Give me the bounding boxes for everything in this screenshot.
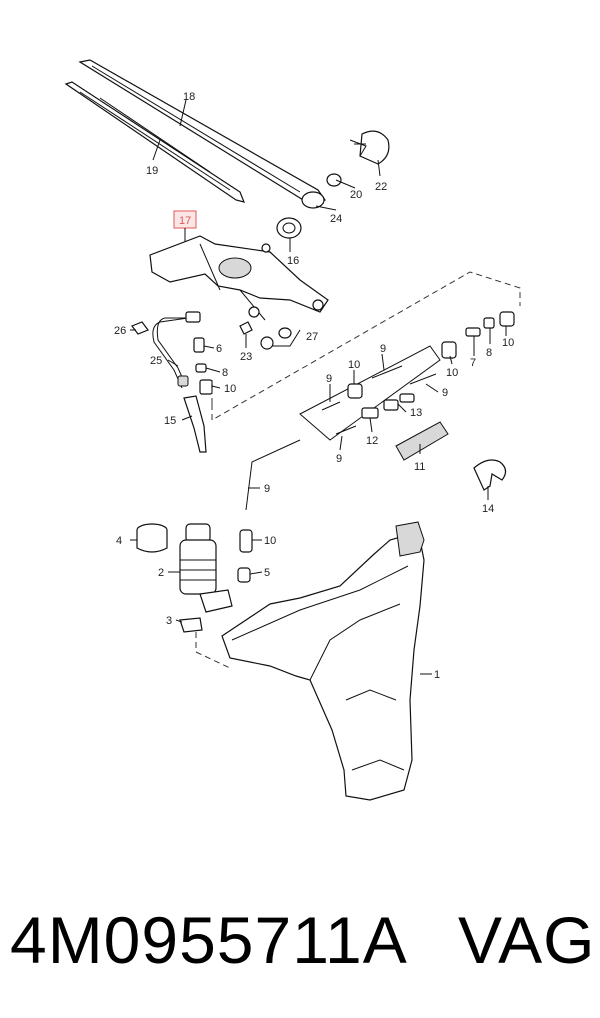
- callout-10a: 10: [224, 383, 236, 395]
- callout-9e: 9: [264, 483, 270, 495]
- callout-22: 22: [375, 181, 387, 193]
- washer: [301, 191, 325, 209]
- callout-8a: 8: [222, 367, 228, 379]
- callout-12: 12: [366, 435, 378, 447]
- callout-2: 2: [158, 567, 164, 579]
- exploded-parts-diagram: 18 19 22 20 24 17 16 23 27 26 25 6 8 10 …: [64, 59, 521, 801]
- spray-nozzle: [183, 395, 207, 453]
- callout-9b: 9: [326, 373, 332, 385]
- pump-seal-ring: [136, 523, 168, 553]
- callout-11: 11: [414, 461, 425, 473]
- callout-25: 25: [150, 355, 162, 367]
- hose-upper: [156, 317, 190, 387]
- hose-clip: [473, 459, 507, 491]
- wiper-arm: [78, 59, 326, 207]
- protective-sleeve: [395, 421, 449, 461]
- callout-10c: 10: [446, 367, 458, 379]
- brand-label: VAG: [458, 903, 596, 977]
- washer-reservoir: [221, 521, 425, 801]
- arm-cap: [349, 130, 390, 165]
- callout-14: 14: [482, 503, 494, 515]
- leader-lines: [130, 99, 507, 623]
- callout-9a: 9: [380, 343, 386, 355]
- callout-8b: 8: [486, 347, 492, 359]
- nut-27b: [260, 336, 274, 350]
- callout-9d: 9: [336, 453, 342, 465]
- callout-19: 19: [146, 165, 158, 177]
- nut-27a: [278, 327, 292, 339]
- wiper-motor: [149, 235, 329, 321]
- seal: [276, 217, 302, 239]
- wiper-blade: [64, 81, 245, 203]
- callout-1: 1: [434, 669, 440, 681]
- callout-23: 23: [240, 351, 252, 363]
- callout-16: 16: [287, 255, 299, 267]
- callout-10d: 10: [502, 337, 514, 349]
- callout-4: 4: [116, 535, 122, 547]
- long-hose: [245, 439, 301, 511]
- callout-9c: 9: [442, 387, 448, 399]
- callout-5: 5: [264, 567, 270, 579]
- hose-bundle-box: [299, 345, 441, 441]
- grommet: [179, 617, 203, 633]
- part-number: 4M0955711A: [10, 903, 408, 977]
- washer-pump: [179, 523, 233, 613]
- callout-7: 7: [470, 357, 476, 369]
- hose-route: [211, 271, 521, 421]
- callout-10e: 10: [264, 535, 276, 547]
- nut: [326, 173, 342, 187]
- spring-hose: [321, 365, 437, 435]
- callout-24: 24: [330, 213, 342, 225]
- callout-15: 15: [164, 415, 176, 427]
- callout-3: 3: [166, 615, 172, 627]
- callout-labels: 18 19 22 20 24 17 16 23 27 26 25 6 8 10 …: [114, 91, 514, 681]
- callout-20: 20: [350, 189, 362, 201]
- callout-10b: 10: [348, 359, 360, 371]
- callout-26: 26: [114, 325, 126, 337]
- callout-27: 27: [306, 331, 318, 343]
- callout-13: 13: [410, 407, 422, 419]
- callout-17: 17: [179, 215, 191, 227]
- nut-23: [239, 321, 253, 335]
- callout-6: 6: [216, 343, 222, 355]
- callout-18: 18: [183, 91, 195, 103]
